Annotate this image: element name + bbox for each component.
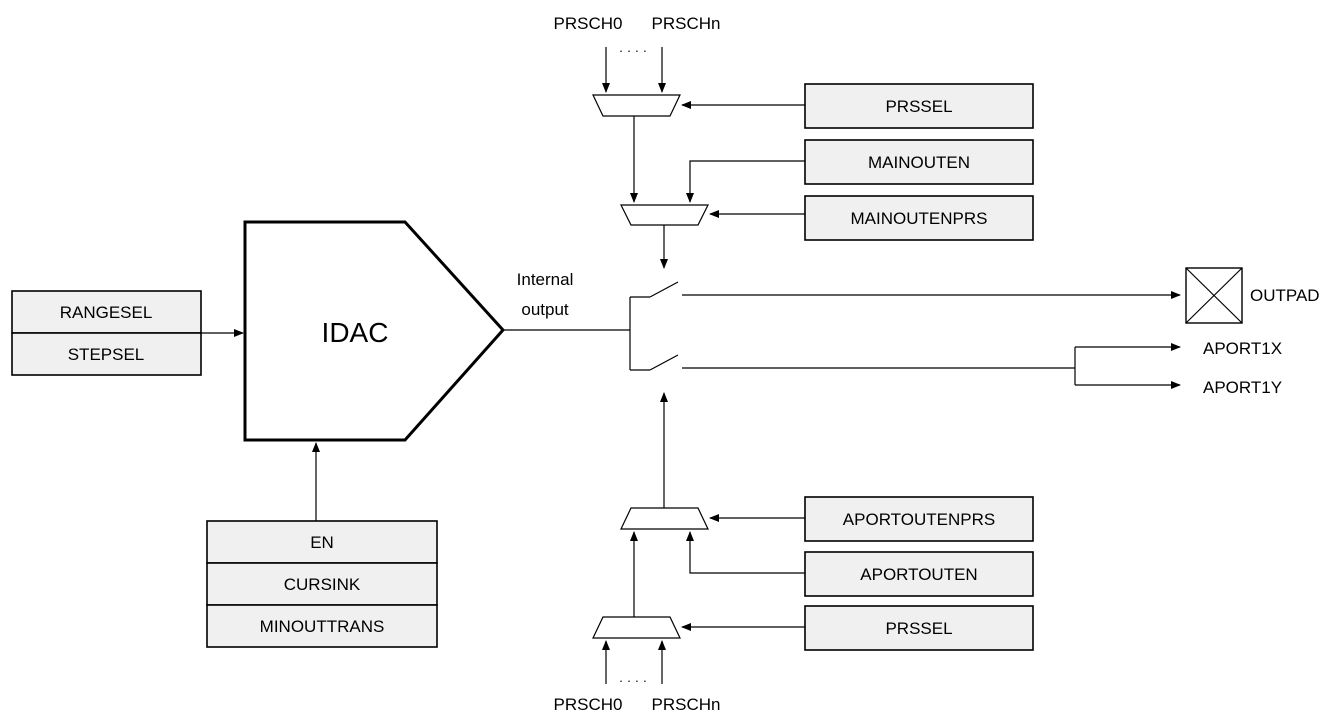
top-prs-mux (592, 94, 681, 117)
mainouten-register (804, 139, 1034, 185)
minouttrans-label: MINOUTTRANS (260, 617, 385, 636)
prssel-top-label: PRSSEL (885, 97, 952, 116)
bottom-prsch0-label: PRSCH0 (554, 695, 623, 714)
aportouten-wire (686, 531, 805, 574)
stepsel-register (11, 332, 202, 376)
bottom-prs-dots: · · · · (619, 673, 647, 688)
idac-label: IDAC (322, 317, 389, 348)
rangesel-label: RANGESEL (60, 303, 153, 322)
aport-switch (630, 343, 1181, 389)
top-prschn-label: PRSCHn (652, 14, 721, 33)
outpad-switch (630, 281, 1181, 299)
rangesel-register (11, 290, 202, 334)
prssel-bottom-label: PRSSEL (885, 619, 952, 638)
bottom-prs-mux (592, 616, 681, 639)
left-register-group: RANGESEL STEPSEL (11, 290, 202, 376)
bottom-right-register-group: APORTOUTENPRS APORTOUTEN PRSSEL (804, 496, 1034, 651)
top-right-register-group: PRSSEL MAINOUTEN MAINOUTENPRS (804, 83, 1034, 241)
stepsel-label: STEPSEL (68, 345, 145, 364)
bottom-register-group: EN CURSINK MINOUTTRANS (206, 520, 438, 648)
internal-output-label-line1: Internal (517, 270, 574, 289)
cursink-label: CURSINK (284, 575, 361, 594)
mainoutenprs-label: MAINOUTENPRS (851, 209, 988, 228)
aportouten-label: APORTOUTEN (860, 565, 977, 584)
mainouten-label: MAINOUTEN (868, 153, 970, 172)
outpad-pad (1185, 267, 1243, 324)
bottom-prschn-label: PRSCHn (652, 695, 721, 714)
top-prsch0-label: PRSCH0 (554, 14, 623, 33)
aportoutenprs-label: APORTOUTENPRS (843, 510, 995, 529)
en-label: EN (310, 533, 334, 552)
prssel-top-register (804, 83, 1034, 129)
internal-output-label-line2: output (521, 300, 569, 319)
aport1x-label: APORT1X (1203, 339, 1282, 358)
outpad-label: OUTPAD (1250, 286, 1320, 305)
aportouten-register (804, 551, 1034, 597)
prssel-bottom-register (804, 605, 1034, 651)
minouttrans-register (206, 604, 438, 648)
idac-block: IDAC (243, 220, 506, 442)
top-prs-dots: · · · · (619, 43, 647, 58)
aportout-mux (620, 507, 709, 530)
cursink-register (206, 562, 438, 606)
mainoutenprs-register (804, 195, 1034, 241)
aportoutenprs-register (804, 496, 1034, 542)
mainout-mux (620, 204, 709, 226)
mainouten-wire (686, 160, 805, 203)
aport1y-label: APORT1Y (1203, 378, 1282, 397)
